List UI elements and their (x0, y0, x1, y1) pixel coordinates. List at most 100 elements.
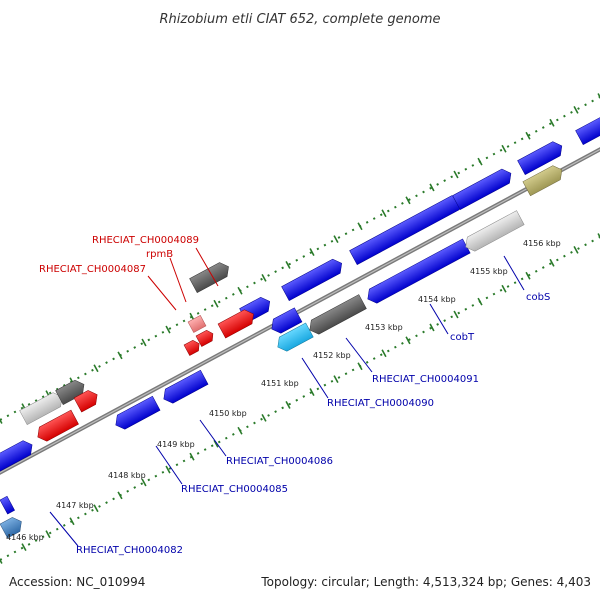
genome-summary-text: Topology: circular; Length: 4,513,324 bp… (260, 575, 591, 589)
gene-feature[interactable] (55, 377, 88, 406)
scale-labels: 4146 kbp 4147 kbp 4148 kbp 4149 kbp 4150… (6, 239, 561, 542)
major-tick (117, 351, 123, 360)
gene-feature[interactable] (0, 495, 15, 515)
gene-feature[interactable] (189, 260, 233, 294)
label-leader (195, 247, 219, 287)
major-tick (45, 530, 51, 539)
major-tick (333, 375, 339, 383)
scale-label: 4146 kbp (6, 533, 44, 542)
major-tick (381, 209, 387, 218)
major-tick (189, 452, 195, 461)
inner-tick-track (0, 236, 600, 561)
gene-feature[interactable] (183, 338, 202, 356)
gene-feature[interactable] (364, 238, 471, 306)
major-tick (597, 93, 600, 99)
major-tick (357, 222, 363, 231)
label-leader (503, 255, 525, 291)
major-tick (381, 349, 387, 358)
gene-feature[interactable] (73, 388, 101, 413)
label-leader (49, 511, 79, 547)
gene-feature[interactable] (462, 210, 525, 254)
gene-feature[interactable] (0, 515, 25, 539)
major-ticks (0, 93, 600, 564)
major-tick (477, 157, 483, 166)
label-leader (199, 419, 227, 457)
gene-feature[interactable] (306, 294, 367, 338)
major-tick (333, 235, 339, 243)
gene-label[interactable]: RHECIAT_CH0004089 (92, 235, 199, 246)
gene-feature[interactable] (517, 139, 566, 176)
gene-feature[interactable] (281, 256, 346, 302)
gene-feature[interactable] (575, 116, 600, 146)
scale-label: 4152 kbp (313, 351, 351, 360)
gene-feature[interactable] (0, 438, 36, 473)
label-leader (301, 357, 329, 399)
gene-label[interactable]: RHECIAT_CH0004086 (226, 456, 333, 467)
gene-label[interactable]: RHECIAT_CH0004085 (181, 484, 288, 495)
gene-label[interactable]: RHECIAT_CH0004091 (372, 374, 479, 385)
gene-label[interactable]: RHECIAT_CH0004082 (76, 545, 183, 556)
gene-label[interactable]: rpmB (146, 249, 173, 260)
gene-feature[interactable] (195, 328, 216, 347)
gene-feature[interactable] (187, 315, 207, 333)
gene-feature[interactable] (452, 166, 515, 211)
gene-label[interactable]: cobT (450, 332, 475, 343)
major-tick (117, 491, 123, 500)
label-leader (345, 337, 373, 373)
major-tick (261, 414, 267, 422)
gene-feature[interactable] (268, 307, 303, 336)
forward-strand-features (0, 116, 600, 473)
major-tick (453, 170, 459, 179)
major-tick (93, 504, 99, 513)
gene-label[interactable]: RHECIAT_CH0004087 (39, 264, 146, 275)
gene-feature[interactable] (34, 409, 79, 444)
major-tick (165, 465, 171, 474)
major-tick (309, 248, 315, 256)
major-tick (237, 286, 243, 295)
major-tick (165, 325, 171, 334)
reverse-strand-features (0, 210, 525, 539)
red-gene-labels: RHECIAT_CH0004089 rpmB RHECIAT_CH0004087 (39, 235, 219, 311)
major-tick (429, 323, 435, 332)
major-tick (0, 558, 3, 564)
major-tick (141, 478, 147, 487)
major-tick (573, 246, 579, 254)
scale-label: 4153 kbp (365, 323, 403, 332)
genome-backbone-highlight (0, 148, 600, 474)
outer-tick-track (0, 96, 600, 421)
accession-text: Accession: NC_010994 (9, 575, 145, 589)
gene-feature[interactable] (274, 322, 314, 354)
blue-gene-labels: cobS cobT RHECIAT_CH0004091 RHECIAT_CH00… (49, 255, 550, 556)
major-tick (549, 258, 555, 267)
gene-label[interactable]: cobS (526, 292, 550, 303)
major-tick (285, 261, 291, 269)
gene-feature[interactable] (160, 369, 209, 406)
major-tick (213, 439, 219, 448)
gene-feature[interactable] (112, 395, 161, 432)
gene-feature[interactable] (217, 307, 257, 339)
scale-label: 4150 kbp (209, 409, 247, 418)
label-leader (169, 257, 187, 303)
map-title: Rhizobium etli CIAT 652, complete genome (160, 12, 441, 27)
major-tick (141, 338, 147, 347)
major-tick (0, 418, 3, 424)
gene-feature[interactable] (522, 163, 566, 197)
label-leader (429, 303, 449, 335)
major-tick (285, 401, 291, 409)
major-tick (597, 233, 600, 239)
major-tick (261, 274, 267, 282)
scale-label: 4148 kbp (108, 471, 146, 480)
major-tick (213, 299, 219, 308)
gene-label[interactable]: RHECIAT_CH0004090 (327, 398, 434, 409)
major-tick (237, 426, 243, 435)
major-tick (405, 336, 411, 345)
scale-label: 4156 kbp (523, 239, 561, 248)
scale-label: 4147 kbp (56, 501, 94, 510)
scale-label: 4154 kbp (418, 295, 456, 304)
major-tick (93, 364, 99, 373)
major-tick (573, 106, 579, 114)
major-tick (69, 517, 75, 526)
major-tick (525, 271, 531, 280)
